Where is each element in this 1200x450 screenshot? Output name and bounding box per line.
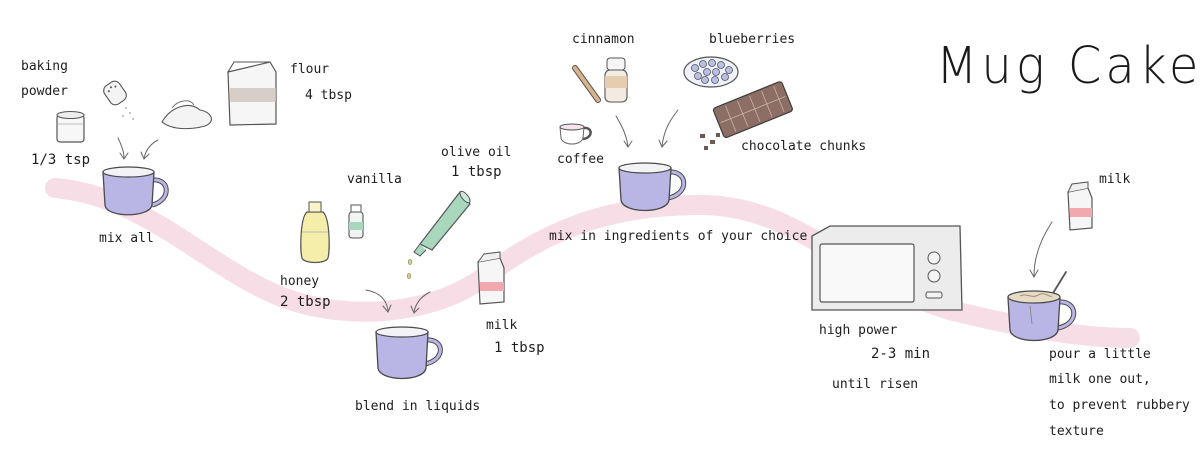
flour-bag-icon: [227, 61, 277, 126]
honey-label: honey: [280, 274, 320, 289]
flour-label: flour: [290, 62, 330, 77]
mug-icon: [1007, 290, 1077, 342]
pour-note-line-1: pour a little: [1049, 347, 1151, 362]
vanilla-bottle-icon: [348, 204, 364, 239]
cinnamon-stick-icon: [572, 65, 601, 103]
milk-label-2: milk: [1099, 172, 1131, 187]
salt-shaker-icon: [103, 80, 127, 106]
chocolate-chunks: [700, 133, 720, 150]
flour-quantity: 4 tbsp: [305, 88, 352, 103]
step-blend-liquids: blend in liquids: [355, 399, 481, 414]
until-risen-label: until risen: [832, 377, 919, 392]
arrow-icon: [615, 109, 679, 148]
baking-powder-jar-icon: [56, 110, 85, 143]
chocolate-bar-icon: [712, 81, 793, 139]
chocolate-chunks-label: chocolate chunks: [741, 139, 867, 154]
baking-powder-label: baking: [21, 59, 68, 74]
vanilla-label: vanilla: [347, 172, 402, 187]
high-power-label: high power: [819, 323, 898, 338]
step-mix-in-choice: mix in ingredients of your choice: [549, 229, 808, 244]
mug-icon: [375, 326, 443, 380]
olive-oil-label: olive oil: [441, 145, 512, 160]
honey-quantity: 2 tbsp: [280, 294, 331, 310]
step-mix-all: mix all: [99, 231, 154, 246]
milk-label: milk: [486, 318, 518, 333]
milk-quantity: 1 tbsp: [494, 340, 545, 356]
olive-oil-quantity: 1 tbsp: [451, 164, 502, 180]
cinnamon-jar-icon: [604, 57, 628, 103]
mug-icon: [618, 162, 687, 212]
oil-drops: [406, 259, 413, 279]
cinnamon-label: cinnamon: [572, 32, 635, 47]
mug-icon: [102, 166, 169, 216]
arrow-icon: [365, 289, 431, 314]
arrow-icon: [117, 137, 159, 160]
cook-time: 2-3 min: [871, 346, 931, 362]
pour-note-line-4: texture: [1049, 424, 1104, 439]
baking-powder-label-2: powder: [21, 84, 68, 99]
arrow-icon: [1029, 221, 1053, 279]
powder-dots: [122, 107, 134, 120]
pour-note-line-2: milk one out,: [1049, 372, 1151, 387]
pour-note-line-3: to prevent rubbery: [1049, 398, 1190, 413]
coffee-label: coffee: [557, 152, 604, 167]
flour-pile-icon: [161, 100, 212, 130]
milk-carton-icon: [477, 251, 505, 305]
recipe-title: Mug Cake: [936, 36, 1200, 96]
milk-carton-icon: [1067, 181, 1093, 231]
baking-powder-quantity: 1/3 tsp: [31, 152, 91, 168]
microwave-icon: [811, 225, 963, 311]
olive-oil-bottle-icon: [413, 190, 471, 257]
process-path: [45, 178, 1140, 348]
coffee-cup-icon: [559, 123, 592, 145]
blueberries-label: blueberries: [709, 32, 796, 47]
honey-bottle-icon: [300, 201, 330, 264]
blueberry-bowl-icon: [683, 56, 739, 88]
